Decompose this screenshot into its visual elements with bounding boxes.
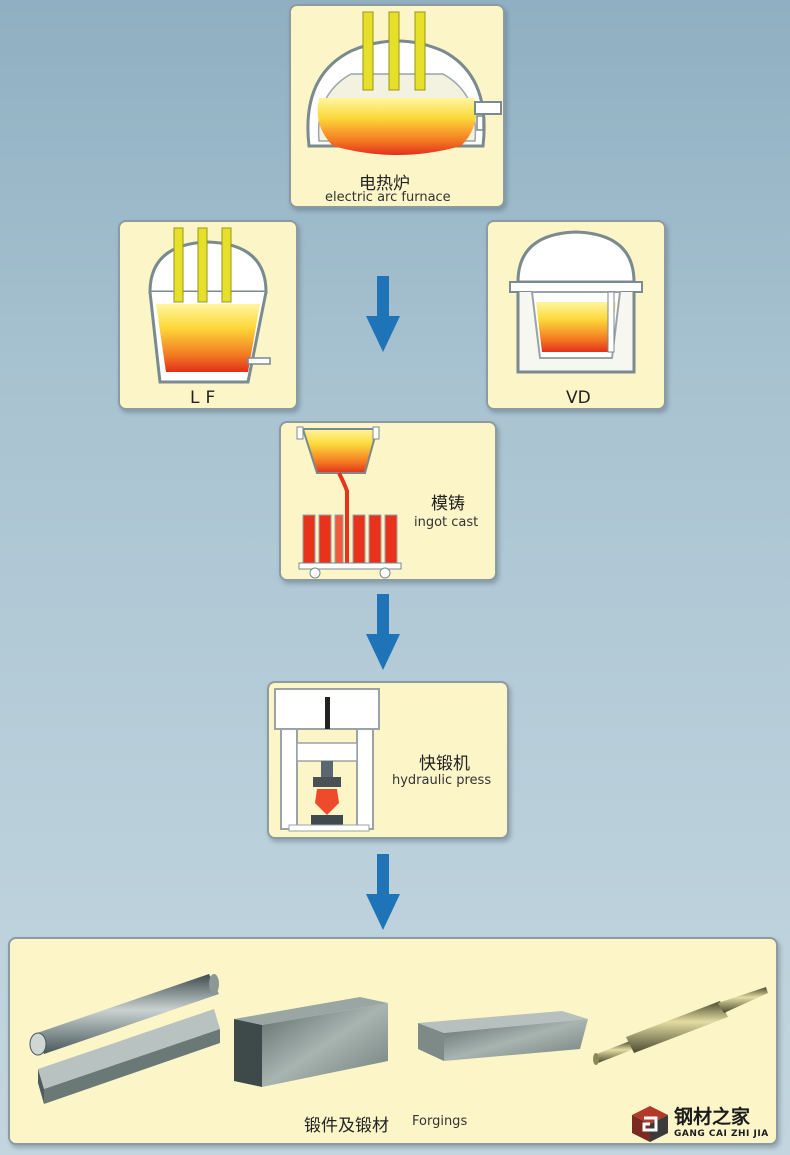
eaf-title-zh: 电热炉 [359,174,410,194]
round-bar-illustration [29,974,220,1104]
press-title-zh: 快锻机 [419,754,470,774]
shaft-illustration [593,987,768,1065]
press-illustration [274,688,380,832]
forgings-title-zh: 锻件及锻材 [304,1116,389,1136]
forgings-title-en: Forgings [412,1114,468,1129]
eaf-illustration [306,11,502,155]
ingot-illustration [296,426,402,579]
cube-logo-icon [632,1106,668,1142]
arrow-down-icon [366,594,400,670]
arrow-down-icon [366,276,400,352]
brand-logo: 钢材之家 GANG CAI ZHI JIA [630,1102,780,1146]
eaf-card: 电热炉 electric arc furnace [289,4,505,208]
logo-zh: 钢材之家 [674,1106,751,1128]
steel-block-illustration [234,997,388,1087]
press-card: 快锻机 hydraulic press [267,681,509,839]
vd-card: VD [486,220,666,410]
eaf-title-en: electric arc furnace [325,190,451,205]
ingot-title-zh: 模铸 [431,494,465,514]
lf-illustration [148,227,271,384]
ingot-card: 模铸 ingot cast [279,421,497,581]
ingot-title-en: ingot cast [414,515,479,530]
lf-label: LF [190,388,222,408]
logo-en: GANG CAI ZHI JIA [674,1129,769,1139]
press-title-en: hydraulic press [392,773,492,788]
steel-plate-illustration [418,1011,588,1061]
arrow-down-icon [366,854,400,930]
vd-illustration [509,230,643,374]
lf-card: LF [118,220,298,410]
vd-label: VD [566,388,591,408]
